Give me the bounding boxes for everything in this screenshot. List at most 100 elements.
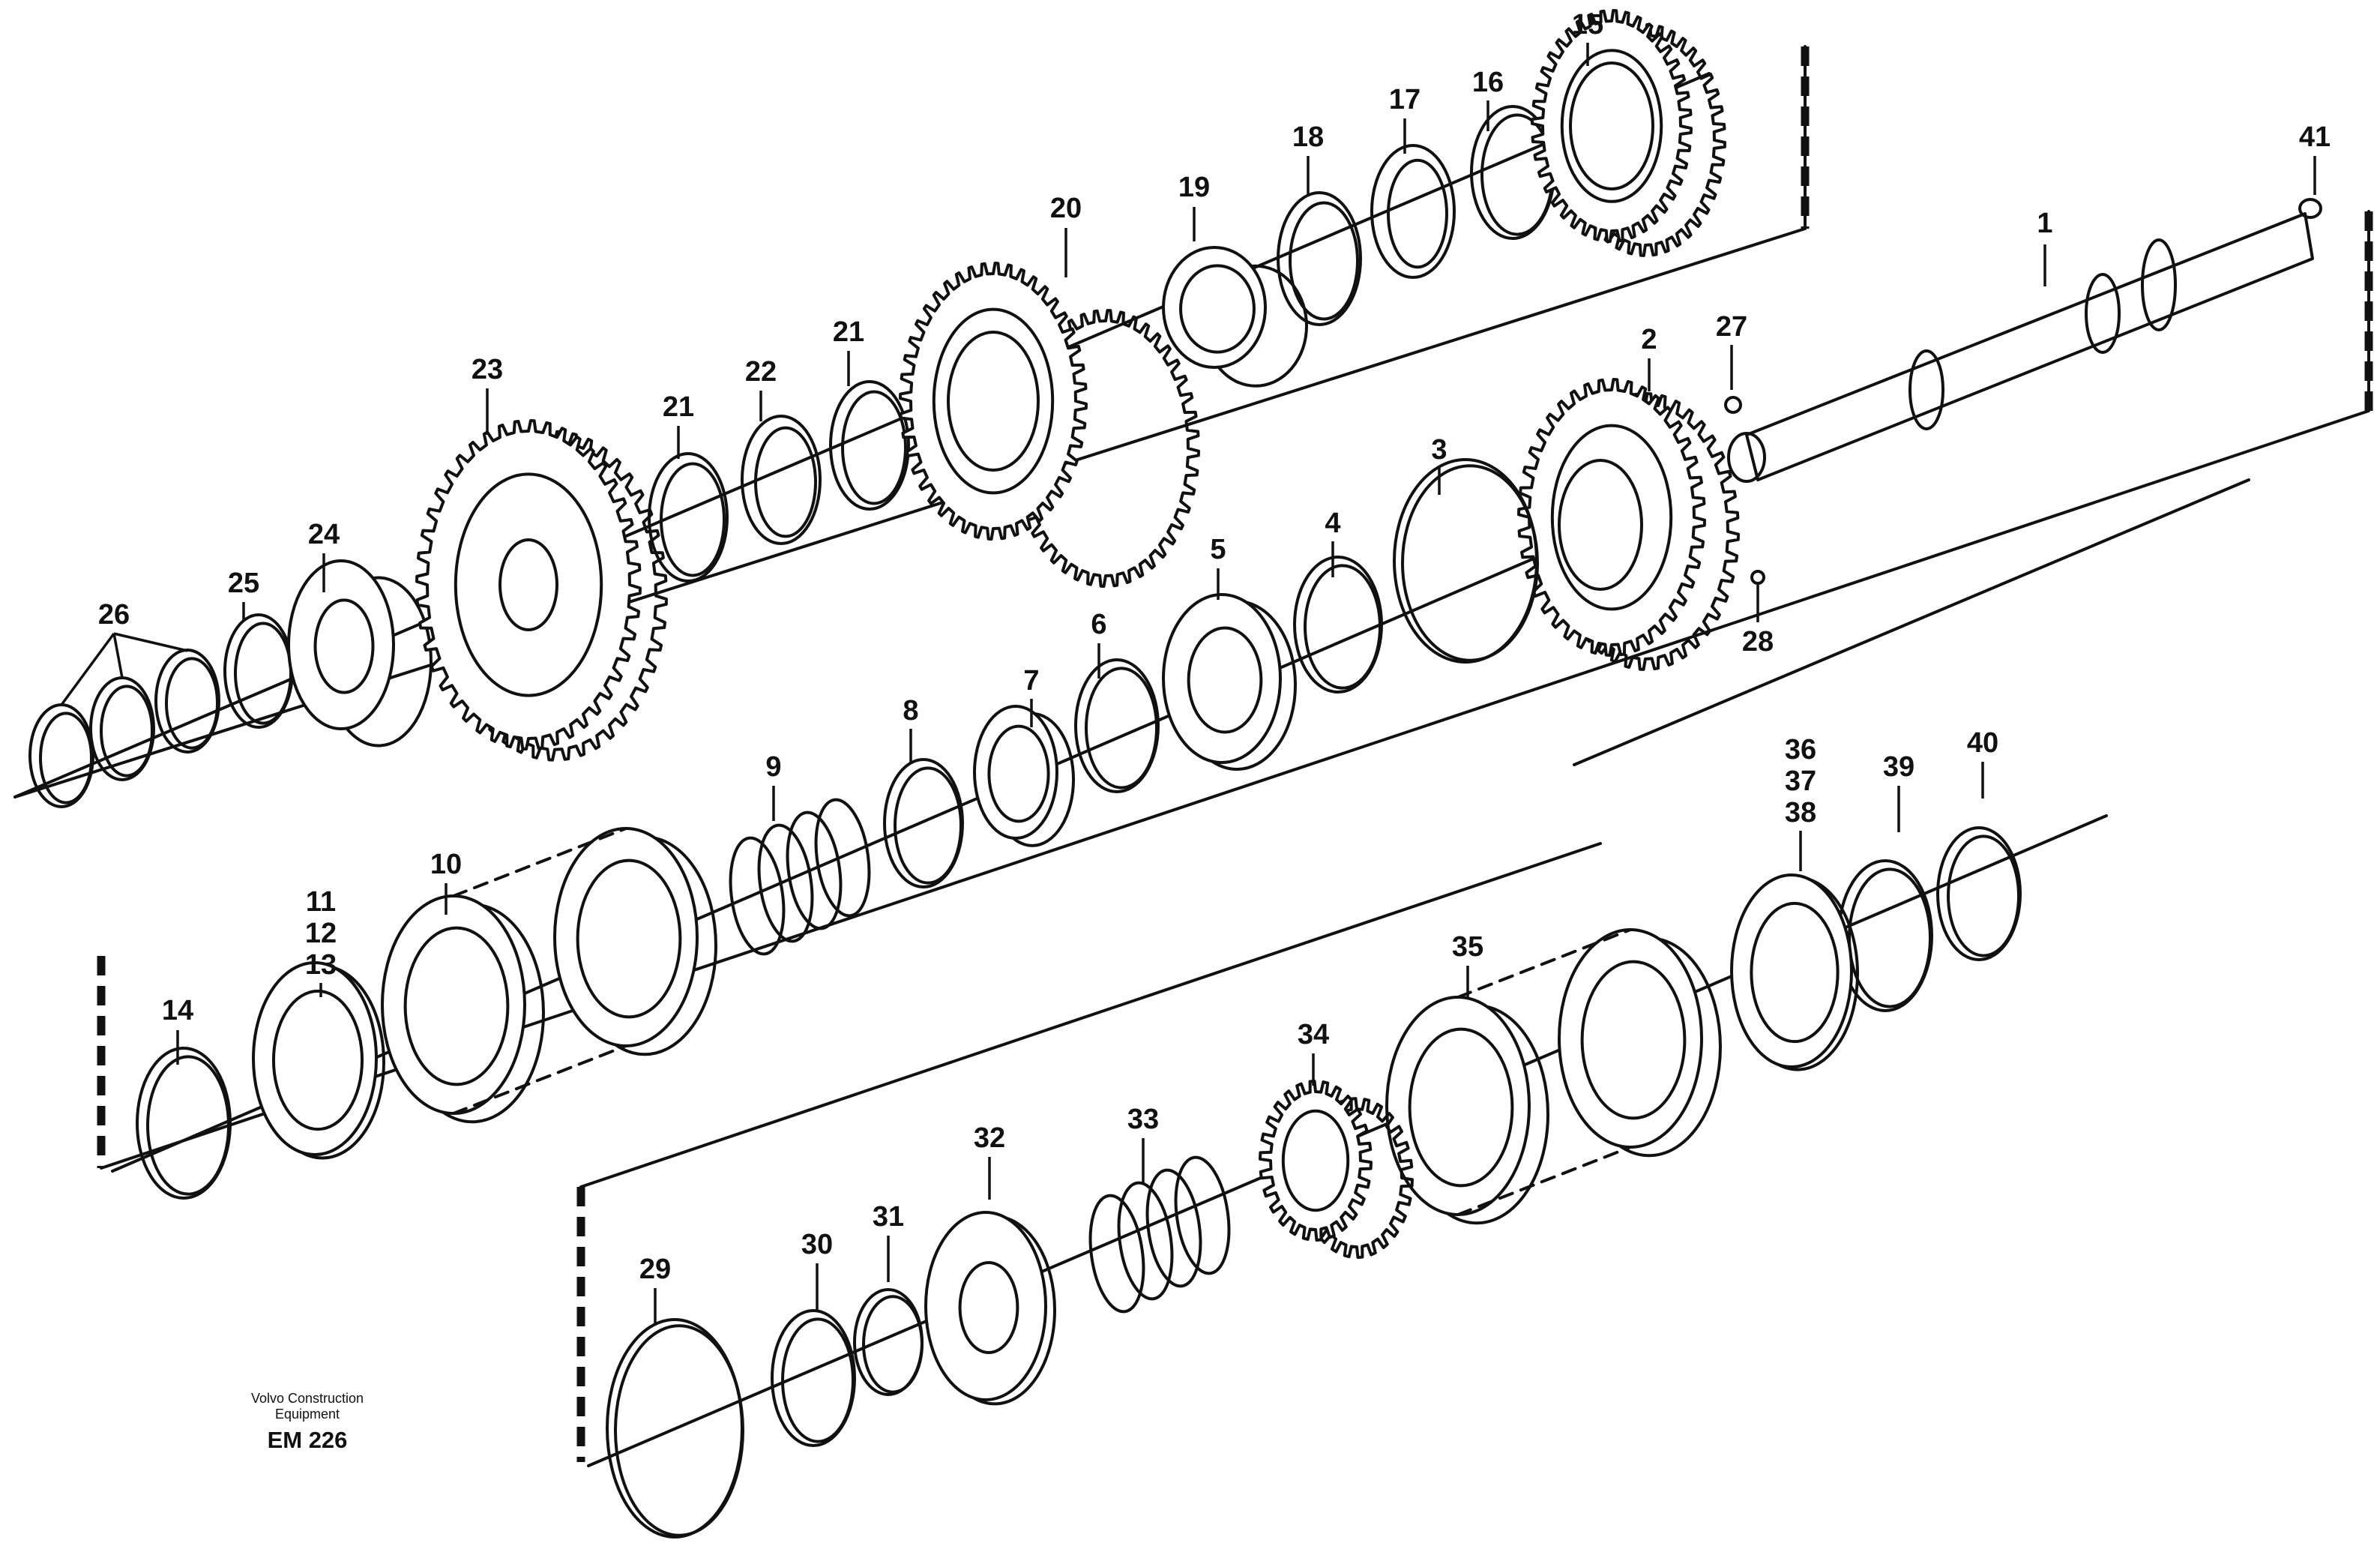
part-23-gear-hub (454, 472, 603, 697)
callout-label: 23 (472, 354, 503, 385)
part-34-hub-hub (1281, 1109, 1350, 1212)
callout-13: 13 (305, 949, 337, 997)
part-1-shaft-end (1727, 432, 1766, 483)
callout-label: 26 (98, 599, 130, 631)
callout-label: 33 (1127, 1104, 1159, 1135)
part-22-shim (741, 415, 822, 545)
frame-middle (100, 210, 2373, 1170)
callout-label: 6 (1091, 609, 1106, 640)
part-18-ring-outer (1277, 191, 1362, 326)
part-26-ring-c-inner (165, 657, 219, 750)
part-14-snapring-inner (146, 1055, 230, 1196)
callout-label: 15 (1572, 9, 1603, 40)
callout-label: 8 (903, 695, 918, 727)
part-10-disc-front-bore (403, 926, 510, 1086)
part-4-ring-inner (1304, 564, 1382, 690)
part-24-bearing-front (287, 559, 395, 730)
parts-artwork (13, 9, 2373, 1539)
callout-4: 4 (1325, 508, 1341, 577)
part-8-circlip-inner (894, 766, 962, 885)
part-1-spline-c (1908, 349, 1944, 430)
axis-middle-right (1573, 478, 2250, 766)
callout-label: 25 (228, 568, 259, 599)
callout-label: 18 (1292, 121, 1324, 153)
part-23-gear-teeth (415, 419, 642, 751)
part-20-drum-hub (932, 307, 1055, 495)
callout-2: 2 (1641, 324, 1657, 391)
part-21-shim-a-outer (648, 452, 729, 583)
part-35-dash-top (1456, 928, 1632, 999)
part-1-spline-a (2085, 273, 2121, 354)
part-17-ring (1370, 144, 1456, 279)
part-6-ring (1074, 658, 1160, 793)
part-7-bushing-bore (987, 724, 1050, 823)
callout-label: 1 (2037, 208, 2052, 239)
part-20-drum-teeth (899, 262, 1088, 541)
part-14-snapring-outer (136, 1047, 232, 1200)
part-33-spring-coil (1117, 1181, 1174, 1301)
callout-39: 39 (1883, 751, 1914, 832)
callout-6: 6 (1091, 609, 1107, 679)
callout-3: 3 (1431, 434, 1447, 495)
callout-label: 19 (1178, 172, 1210, 203)
part-26-ring-c (154, 649, 220, 754)
callout-1: 1 (2037, 208, 2053, 286)
part-26-ring-a-inner (39, 712, 93, 804)
part-33-spring (1088, 1155, 1231, 1314)
callout-label: 5 (1210, 534, 1226, 565)
part-33-spring-coil (1174, 1155, 1231, 1275)
callout-label: 16 (1472, 67, 1504, 98)
callout-15: 15 (1572, 9, 1603, 66)
callout-8: 8 (903, 695, 919, 763)
part-18-ring (1277, 191, 1362, 326)
part-31-ring-inner (862, 1295, 924, 1394)
part-2-gear-hub (1550, 424, 1673, 611)
part-20-bore (947, 331, 1040, 472)
part-1-spline-b (2141, 238, 2177, 331)
part-15-gear (1531, 9, 1726, 257)
callout-label: 22 (745, 356, 777, 388)
callout-labels: 1234567891011121314151617181920212122232… (60, 9, 2331, 1326)
callout-label: 28 (1742, 626, 1774, 658)
part-6-ring-inner (1085, 667, 1158, 789)
part-19-needle-bearing (1162, 246, 1308, 388)
part-14-snapring (136, 1047, 232, 1200)
part-32-piston-bore (958, 1261, 1019, 1354)
callout-label: 9 (765, 751, 781, 783)
part-28-ball (1750, 570, 1765, 585)
part-23-gear (415, 419, 668, 762)
callout-28: 28 (1742, 626, 1774, 658)
part-36-38-plate-bore (1750, 901, 1840, 1044)
callout-26: 26 (98, 599, 130, 631)
part-1-shaft (1727, 212, 2314, 483)
part-23-bore (498, 538, 558, 631)
part-21-shim-b-outer (829, 380, 910, 511)
part-35-dash-bottom (1456, 1146, 1632, 1216)
leader-line (112, 633, 124, 679)
callout-label: 11 (306, 886, 336, 918)
callout-label: 41 (2299, 121, 2331, 153)
callout-10: 10 (430, 849, 462, 915)
callout-label: 10 (430, 849, 462, 880)
callout-label: 37 (1785, 766, 1816, 797)
callout-label: 32 (974, 1122, 1005, 1154)
part-21-shim-a-inner (660, 462, 726, 577)
manufacturer-block: Volvo Construction Equipment EM 226 (225, 1391, 390, 1454)
part-25-circlip (223, 613, 294, 729)
part-22-shim-outer (741, 415, 822, 545)
callout-29: 29 (639, 1254, 671, 1326)
callout-label: 30 (801, 1229, 833, 1260)
callout-label: 35 (1452, 931, 1483, 963)
leader-line (113, 632, 188, 652)
callout-22: 22 (745, 356, 777, 421)
callout-25: 25 (228, 568, 259, 621)
part-17-ring-inner (1387, 158, 1448, 269)
callout-label: 34 (1298, 1019, 1329, 1050)
callout-18: 18 (1292, 121, 1324, 196)
part-5-piston-front (1162, 593, 1282, 764)
part-5-piston-bore (1187, 626, 1263, 734)
callout-36: 36 (1785, 734, 1816, 766)
frame-bottom-top-edge (579, 842, 1602, 1188)
callout-30: 30 (801, 1229, 833, 1312)
